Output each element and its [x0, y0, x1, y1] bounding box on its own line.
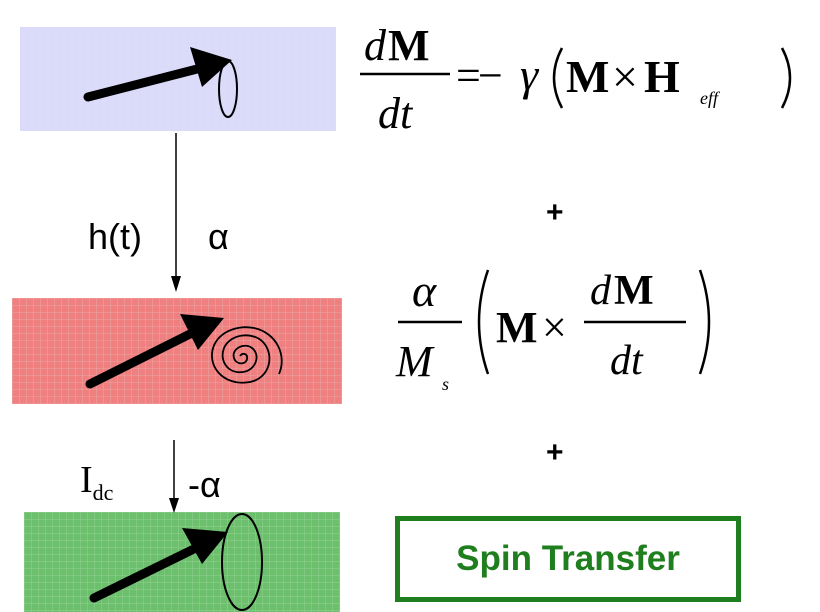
eq1-gamma: γ [520, 49, 540, 100]
magnetization-arrow-shaft [83, 62, 210, 102]
damping-panel [12, 298, 342, 404]
plus-sign: + [546, 436, 564, 469]
eq2-frac-numerator-d: d [590, 268, 612, 314]
eq1-H: H [644, 51, 680, 102]
label-negative-alpha: -α [188, 464, 221, 505]
eq1-H-subscript: eff [700, 88, 721, 108]
eq1-numerator-d: d [364, 21, 387, 70]
eq2-left-paren [477, 269, 490, 375]
magnetization-arrow-head [190, 47, 232, 87]
llg-precession-equation: d M dt = − γ M × H eff [360, 21, 792, 138]
eq2-Ms-subscript: s [442, 374, 449, 394]
label-alpha: α [208, 216, 229, 257]
magnetization-arrow-head [180, 314, 224, 350]
steady-precession-orbit-icon [221, 513, 263, 611]
eq2-alpha: α [412, 265, 437, 316]
arrow-h-t [171, 133, 181, 292]
eq1-left-paren [552, 47, 564, 109]
spin-transfer-box: Spin Transfer [395, 516, 741, 602]
magnetization-arrow-shaft [85, 325, 203, 389]
label-idc-main: I [80, 459, 93, 501]
eq2-frac-numerator-M: M [614, 268, 654, 314]
eq1-times: × [612, 51, 638, 102]
arrow-idc [169, 440, 179, 513]
label-h-t: h(t) [88, 216, 142, 257]
precession-panel [20, 27, 336, 131]
plus-sign: + [546, 196, 564, 229]
eq2-frac-denominator: dt [610, 338, 644, 384]
magnetization-arrow-head [182, 528, 228, 564]
spin-transfer-panel [24, 512, 340, 612]
eq1-right-paren [780, 47, 792, 109]
eq2-M: M [496, 303, 538, 352]
eq1-minus: − [478, 51, 503, 100]
damping-spiral-icon [211, 326, 283, 384]
magnetization-arrow-shaft [89, 541, 205, 603]
precession-orbit-icon [218, 60, 238, 118]
eq2-times: × [542, 303, 567, 352]
eq1-numerator-M: M [388, 21, 430, 70]
spin-transfer-label: Spin Transfer [456, 539, 680, 578]
eq2-right-paren [698, 269, 711, 375]
eq1-denominator: dt [378, 89, 414, 138]
eq2-Ms: M [395, 337, 435, 386]
eq1-equals: = [456, 51, 481, 100]
label-idc: Idc [80, 458, 113, 506]
damping-term-equation: α M s M × d M dt [395, 265, 711, 394]
eq1-M: M [566, 51, 609, 102]
label-idc-subscript: dc [92, 480, 114, 505]
